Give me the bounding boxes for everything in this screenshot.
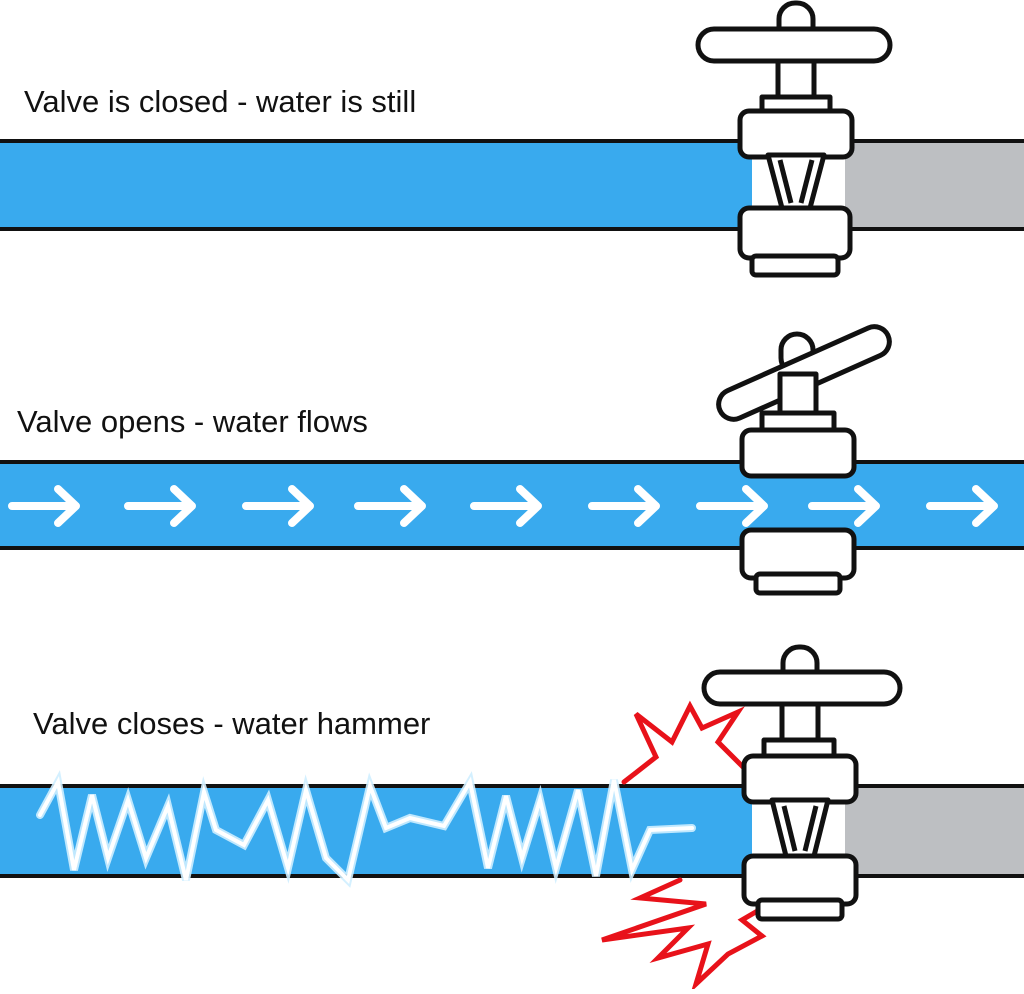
caption-valve-closes: Valve closes - water hammer (33, 706, 431, 741)
pressure-wave-icon (36, 770, 696, 888)
valve-gate (769, 797, 831, 859)
valve-base (749, 253, 841, 278)
flow-arrow-icon (8, 485, 80, 527)
valve-icon (716, 324, 892, 596)
valve-body-bottom (737, 205, 853, 261)
valve-stem (775, 58, 817, 102)
impact-burst-top (621, 700, 749, 785)
valve-icon (695, 0, 893, 278)
panel-closed (0, 0, 1024, 278)
flow-arrow-icon (242, 485, 314, 527)
caption-valve-closed: Valve is closed - water is still (24, 84, 417, 119)
empty-pipe-fill (845, 786, 1024, 876)
flow-arrows (8, 485, 998, 527)
pressure-wave (38, 776, 694, 884)
flow-arrow-icon (354, 485, 426, 527)
flow-arrow-icon (124, 485, 196, 527)
impact-burst-icon (601, 700, 770, 993)
valve-base (753, 571, 843, 596)
valve-handle (701, 669, 903, 707)
valve-icon (701, 644, 903, 922)
caption-valve-opens: Valve opens - water flows (17, 404, 368, 439)
flow-arrow-icon (696, 485, 768, 527)
valve-gate (765, 152, 827, 211)
valve-base (755, 897, 845, 922)
panel-open (0, 324, 1024, 596)
flow-arrow-icon (588, 485, 660, 527)
valve-body-bottom (741, 853, 859, 907)
flow-arrow-icon (808, 485, 880, 527)
flow-arrow-icon (926, 485, 998, 527)
valve-handle (695, 26, 893, 64)
water-fill (0, 141, 752, 229)
flow-arrow-icon (470, 485, 542, 527)
panel-hammer (0, 644, 1024, 993)
empty-pipe-fill (845, 141, 1024, 229)
valve-bonnet (741, 753, 859, 805)
impact-burst-bottom (601, 877, 770, 993)
valve-body-bottom (739, 527, 857, 581)
valve-bonnet (737, 108, 855, 160)
valve-stem (777, 371, 819, 419)
valve-bonnet (739, 427, 857, 479)
